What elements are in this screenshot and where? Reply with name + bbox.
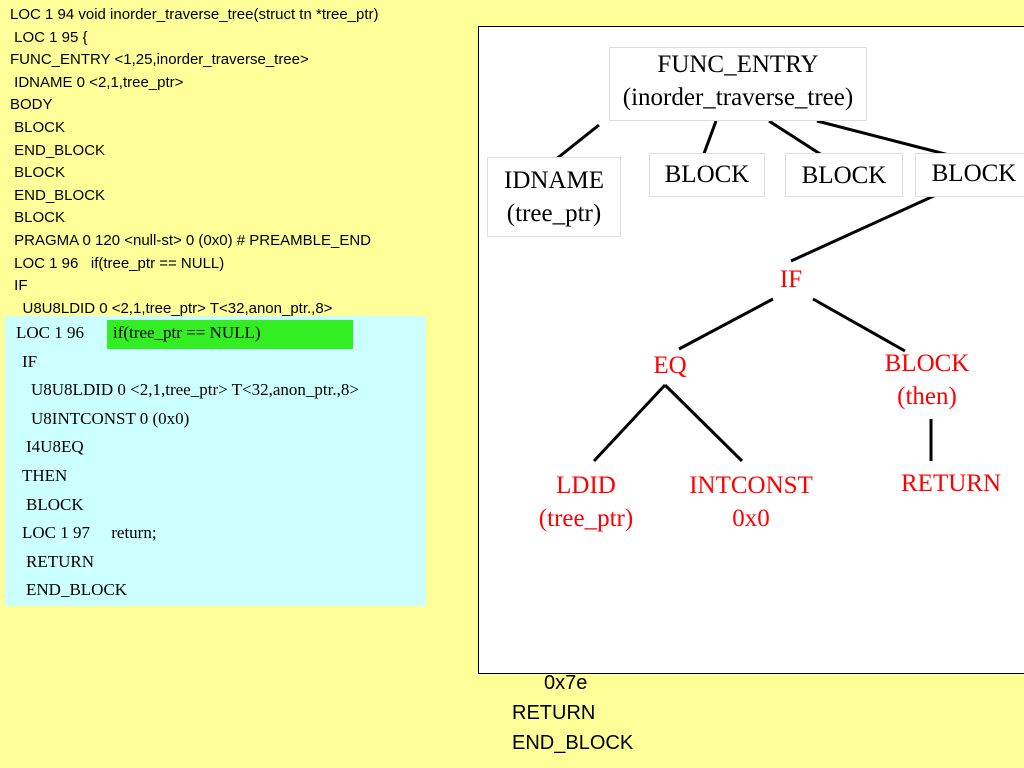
- listing-line: FUNC_ENTRY <1,25,inorder_traverse_tree>: [10, 51, 309, 69]
- source-highlight: [107, 320, 353, 349]
- func-entry-node: FUNC_ENTRY (inorder_traverse_tree): [609, 47, 867, 121]
- listing-line: LOC 1 96 if(tree_ptr == NULL): [10, 254, 225, 272]
- zoom-line: LOC 1 97 return;: [22, 523, 157, 542]
- bottom-listing-line: 0x7e: [544, 672, 588, 694]
- listing-line: BLOCK: [10, 118, 66, 136]
- edge-block3-if: [790, 187, 950, 263]
- edge-eq-intconst: [663, 383, 744, 463]
- block-then-node: BLOCK (then): [867, 347, 987, 413]
- zoom-line: I4U8EQ: [26, 437, 84, 456]
- block-node-1-label: BLOCK: [664, 161, 750, 188]
- edge-eq-ldid: [592, 383, 667, 463]
- intconst-value: 0x0: [732, 505, 770, 532]
- if-node-label: IF: [779, 266, 803, 293]
- listing-line: BODY: [10, 96, 53, 114]
- func-entry-label: FUNC_ENTRY: [657, 51, 819, 78]
- listing-line: IDNAME 0 <2,1,tree_ptr>: [10, 73, 184, 91]
- block-node-3: BLOCK: [915, 153, 1024, 197]
- zoom-line: RETURN: [26, 552, 94, 571]
- ldid-label: LDID: [556, 472, 616, 499]
- zoomed-ir-box: LOC 1 96 if(tree_ptr == NULL) IF U8U8LDI…: [5, 316, 426, 606]
- listing-line: U8U8LDID 0 <2,1,tree_ptr> T<32,anon_ptr.…: [10, 299, 333, 317]
- edge-if-blockthen: [812, 297, 906, 353]
- zoom-line: END_BLOCK: [26, 580, 128, 599]
- listing-line: PRAGMA 0 120 <null-st> 0 (0x0) # PREAMBL…: [10, 231, 371, 249]
- zoom-line: U8U8LDID 0 <2,1,tree_ptr> T<32,anon_ptr.…: [31, 380, 359, 399]
- edge-func-block3: [816, 119, 950, 157]
- idname-node: IDNAME (tree_ptr): [487, 157, 621, 237]
- listing-line: BLOCK: [10, 164, 66, 182]
- loc-line: LOC 1 96: [16, 323, 84, 342]
- return-node: RETURN: [883, 467, 1019, 500]
- zoom-line: THEN: [22, 466, 68, 485]
- func-entry-name: (inorder_traverse_tree): [622, 84, 854, 111]
- intconst-node: INTCONST 0x0: [673, 469, 829, 535]
- return-node-label: RETURN: [901, 470, 1001, 497]
- intconst-label: INTCONST: [689, 472, 813, 499]
- bottom-listing-line: END_BLOCK: [512, 732, 634, 754]
- bottom-listing: 0x7e RETURN END_BLOCK: [512, 668, 633, 758]
- block-node-2-label: BLOCK: [801, 162, 887, 189]
- ldid-node: LDID (tree_ptr): [523, 469, 649, 535]
- edge-func-block1: [700, 120, 718, 160]
- listing-line: LOC 1 95 {: [10, 28, 88, 46]
- ldid-value: (tree_ptr): [538, 505, 634, 532]
- edge-if-eq: [678, 297, 774, 351]
- code-listing: LOC 1 94 void inorder_traverse_tree(stru…: [10, 4, 379, 320]
- zoom-line: U8INTCONST 0 (0x0): [31, 409, 190, 428]
- eq-node-label: EQ: [653, 352, 687, 379]
- block-then-sublabel: (then): [897, 383, 957, 410]
- listing-line: END_BLOCK: [10, 141, 106, 159]
- edge-func-block2: [768, 119, 829, 161]
- highlighted-source: if(tree_ptr == NULL): [113, 323, 261, 342]
- zoom-line: BLOCK: [26, 495, 84, 514]
- block-node-3-label: BLOCK: [931, 160, 1017, 187]
- listing-line: BLOCK: [10, 209, 66, 227]
- block-node-1: BLOCK: [649, 153, 765, 197]
- tree-edges: [554, 119, 950, 463]
- idname-value: (tree_ptr): [506, 200, 602, 227]
- eq-node: EQ: [635, 349, 705, 382]
- block-node-2: BLOCK: [785, 153, 903, 197]
- edge-func-idname: [554, 123, 600, 162]
- if-node: IF: [759, 263, 823, 296]
- idname-label: IDNAME: [504, 167, 604, 194]
- zoom-line: IF: [22, 352, 38, 371]
- bottom-listing-line: RETURN: [512, 702, 596, 724]
- listing-line: END_BLOCK: [10, 186, 106, 204]
- listing-line: LOC 1 94 void inorder_traverse_tree(stru…: [10, 6, 379, 23]
- tree-diagram-panel: FUNC_ENTRY (inorder_traverse_tree) IDNAM…: [478, 26, 1024, 674]
- block-then-label: BLOCK: [884, 350, 970, 377]
- listing-line: IF: [10, 277, 28, 295]
